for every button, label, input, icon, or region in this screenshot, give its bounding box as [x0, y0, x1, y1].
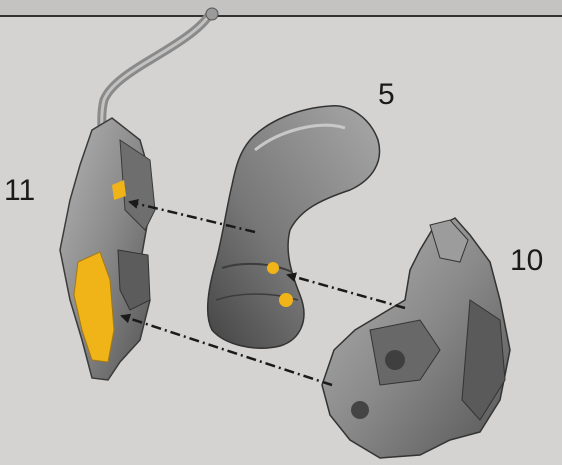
part-label-5: 5 — [378, 80, 395, 110]
part-10-cover — [322, 218, 510, 458]
arrow-10-to-5 — [288, 275, 405, 308]
part-label-10: 10 — [510, 246, 543, 276]
top-band — [0, 0, 562, 16]
part-5-highlight-lower — [279, 293, 293, 307]
part-label-11: 11 — [4, 176, 35, 206]
part-5-highlight-upper — [267, 262, 279, 274]
part-11-bracket — [60, 8, 218, 380]
